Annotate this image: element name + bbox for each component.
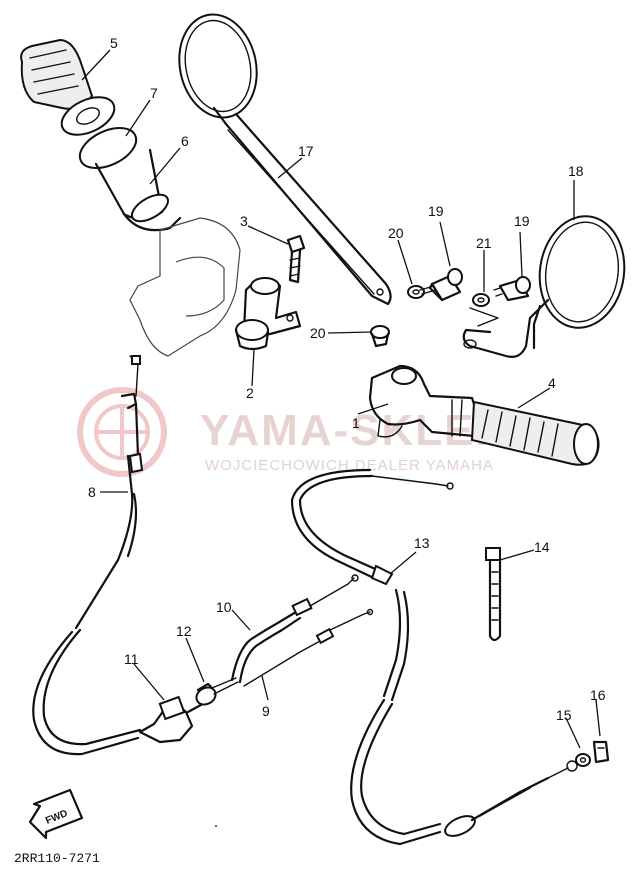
callout-11: 11	[124, 651, 139, 667]
start-switch-11	[138, 677, 239, 744]
callout-12: 12	[176, 623, 192, 639]
callout-7: 7	[150, 85, 158, 101]
callout-18: 18	[568, 163, 584, 179]
callout-8: 8	[88, 484, 96, 500]
callout-17: 17	[298, 143, 314, 159]
washer-20-left	[407, 285, 425, 299]
callout-21: 20	[310, 325, 326, 341]
bolt-21	[370, 325, 390, 348]
callout-1: 1	[352, 415, 360, 431]
right-mirror	[462, 215, 626, 358]
cable-13	[290, 468, 578, 846]
watermark-logo-icon	[77, 387, 167, 477]
washer-20-right	[472, 293, 490, 307]
callout-20-left: 20	[388, 225, 404, 241]
callout-16: 16	[590, 687, 606, 703]
bolt-19-right	[493, 276, 531, 302]
callout-9: 9	[262, 703, 270, 719]
diagram-code: 2RR110-7271	[14, 851, 100, 866]
callout-3: 3	[240, 213, 248, 229]
clip-16	[592, 740, 610, 764]
left-mirror	[178, 13, 392, 306]
callout-6: 6	[181, 133, 189, 149]
watermark-subtitle: WOJCIECHOWICH DEALER YAMAHA	[205, 457, 494, 474]
callout-19-left: 19	[428, 203, 444, 219]
clutch-cable-8	[32, 355, 144, 756]
callout-19-right: 19	[514, 213, 530, 229]
throttle-grip-assembly	[368, 364, 600, 466]
callout-4: 4	[548, 375, 556, 391]
callout-13: 13	[414, 535, 430, 551]
lever-holder	[234, 277, 302, 351]
fwd-arrow-icon: FWD	[28, 788, 84, 840]
callout-10: 10	[216, 599, 232, 615]
bolt-3	[286, 234, 306, 284]
watermark: YAMA-SKLEP WOJCIECHOWICH DEALER YAMAHA	[77, 387, 507, 477]
callout-20-right: 21	[476, 235, 492, 251]
cable-tie-14	[485, 547, 502, 642]
callout-numbers: 5 7 6 3 2 17 20 19 21 19 18 20 4 1 8 13 …	[88, 35, 606, 723]
left-switch-housing	[129, 217, 241, 357]
leader-lines	[81, 49, 601, 749]
callout-5: 5	[110, 35, 118, 51]
bolt-19-left	[419, 268, 463, 302]
watermark-brand: YAMA-SKLEP	[200, 406, 507, 455]
throttle-cable-9	[243, 608, 374, 687]
throttle-cable-10	[230, 574, 359, 684]
left-grip-assembly	[20, 38, 182, 232]
callout-14: 14	[534, 539, 550, 555]
washer-15	[575, 753, 591, 767]
callout-15: 15	[556, 707, 572, 723]
callout-2: 2	[246, 385, 254, 401]
